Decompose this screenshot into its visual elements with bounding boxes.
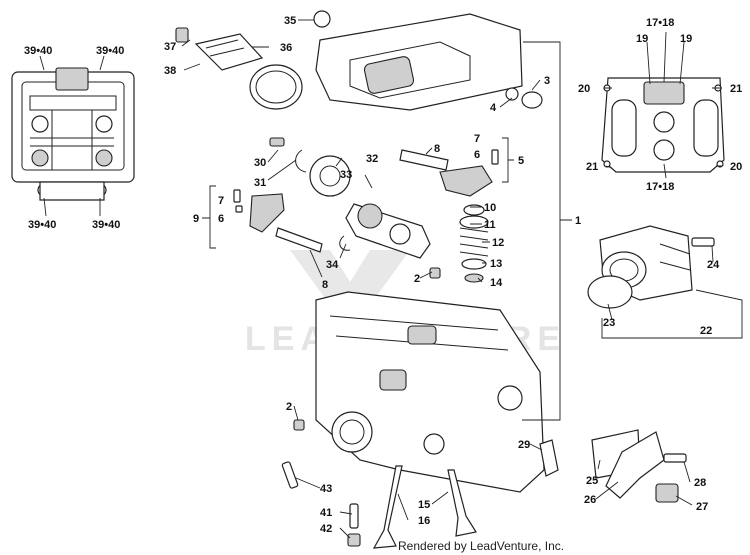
callout-20-left: 20 (578, 83, 590, 95)
callout-8-lower: 8 (322, 279, 328, 291)
callout-34: 34 (326, 259, 339, 271)
callout-26: 26 (584, 494, 596, 506)
callout-19-left: 19 (636, 33, 648, 45)
callout-1: 1 (575, 215, 581, 227)
callout-38: 38 (164, 65, 176, 77)
callout-27: 27 (696, 501, 708, 513)
callout-21-left: 21 (586, 161, 598, 173)
callout-16: 16 (418, 515, 430, 527)
rocker-arm-assembly (233, 149, 499, 253)
callout-28: 28 (694, 477, 706, 489)
callout-19-right: 19 (680, 33, 692, 45)
callout-36: 36 (280, 42, 292, 54)
callout-37: 37 (164, 41, 176, 53)
callout-33: 33 (340, 169, 352, 181)
valve-spring-assembly (429, 204, 489, 283)
callout-6-upper: 6 (474, 149, 480, 161)
callout-9: 9 (193, 213, 199, 225)
callout-5: 5 (518, 155, 524, 167)
callout-3: 3 (544, 75, 550, 87)
callout-39-40-top-left: 39•40 (24, 45, 52, 57)
cylinder-head (293, 291, 545, 493)
callout-29: 29 (518, 439, 530, 451)
callout-24: 24 (707, 259, 720, 271)
callout-7-upper: 7 (474, 133, 480, 145)
callout-31: 31 (254, 177, 266, 189)
callout-43: 43 (320, 483, 332, 495)
callout-15: 15 (418, 499, 430, 511)
intake-boot-assembly (587, 225, 715, 309)
callout-2-upper: 2 (414, 273, 420, 285)
callout-39-40-bottom-right: 39•40 (92, 219, 120, 231)
callout-14: 14 (490, 277, 503, 289)
callout-21-right: 21 (730, 83, 742, 95)
callout-4: 4 (490, 102, 497, 114)
thermostat-housing-assembly (539, 429, 687, 503)
callout-39-40-top-right: 39•40 (96, 45, 124, 57)
callout-39-40-bottom-left: 39•40 (28, 219, 56, 231)
callout-17-18-bottom: 17•18 (646, 181, 674, 193)
valve-cover-assembly (175, 10, 523, 111)
callout-11: 11 (484, 219, 496, 231)
leader-lines (39, 19, 743, 539)
callout-12: 12 (492, 237, 504, 249)
callout-23: 23 (603, 317, 615, 329)
callout-41: 41 (320, 507, 332, 519)
callout-35: 35 (284, 15, 296, 27)
callout-25: 25 (586, 475, 598, 487)
callout-30: 30 (254, 157, 266, 169)
callout-22: 22 (700, 325, 712, 337)
callout-6-lower: 6 (218, 213, 224, 225)
callout-17-18-top: 17•18 (646, 17, 674, 29)
inset-head-bottom-view (601, 77, 725, 173)
valves-and-studs (281, 87, 543, 549)
callout-2-lower: 2 (286, 401, 292, 413)
callout-7-lower: 7 (218, 195, 224, 207)
callout-13: 13 (490, 258, 502, 270)
callout-32: 32 (366, 153, 378, 165)
callout-10: 10 (484, 202, 496, 214)
inset-head-top-view (11, 67, 135, 201)
callout-42: 42 (320, 523, 332, 535)
camshaft-assembly (269, 137, 431, 259)
rendered-by-credit: Rendered by LeadVenture, Inc. (398, 539, 565, 553)
callout-labels: 35 36 37 38 3 4 8 7 6 5 30 31 32 33 7 6 … (24, 15, 742, 535)
callout-20-right: 20 (730, 161, 742, 173)
callout-8-upper: 8 (434, 143, 440, 155)
